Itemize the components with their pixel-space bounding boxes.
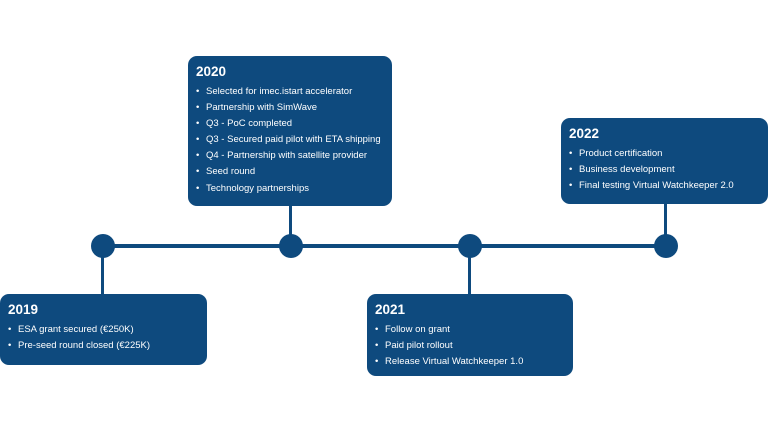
- milestone-card-2020: 2020 • Selected for imec.istart accelerat…: [188, 56, 392, 206]
- bullet-icon: •: [375, 324, 379, 335]
- milestone-item-text: Final testing Virtual Watchkeeper 2.0: [579, 180, 734, 192]
- milestone-item: • Release Virtual Watchkeeper 1.0: [375, 354, 565, 370]
- timeline-axis: [100, 244, 666, 248]
- connector-2021: [468, 246, 471, 296]
- milestone-dot-2020: [279, 234, 303, 258]
- bullet-icon: •: [196, 150, 200, 162]
- bullet-icon: •: [196, 86, 200, 97]
- milestone-item: • Q3 - PoC completed: [196, 116, 384, 132]
- milestone-item: • Paid pilot rollout: [375, 338, 565, 354]
- milestone-item: • Product certification: [569, 146, 760, 162]
- milestone-item-text: Follow on grant: [385, 324, 450, 335]
- bullet-icon: •: [196, 118, 200, 130]
- bullet-icon: •: [8, 324, 12, 335]
- milestone-item: • Follow on grant: [375, 322, 565, 338]
- milestone-item-text: Q3 - Secured paid pilot with ETA shippin…: [206, 134, 381, 146]
- milestone-item-text: Technology partnerships: [206, 182, 309, 194]
- connector-2019: [101, 246, 104, 296]
- milestone-item-text: Release Virtual Watchkeeper 1.0: [385, 356, 524, 368]
- milestone-item: • Partnership with SimWave: [196, 100, 384, 116]
- milestone-item-text: Selected for imec.istart accelerator: [206, 86, 353, 97]
- milestone-dot-2022: [654, 234, 678, 258]
- milestone-item: • Final testing Virtual Watchkeeper 2.0: [569, 178, 760, 194]
- milestone-year: 2020: [196, 64, 227, 79]
- milestone-card-2021: 2021 • Follow on grant • Paid pilot rollou…: [367, 294, 573, 376]
- bullet-icon: •: [569, 164, 573, 176]
- milestone-item-list: • Selected for imec.istart accelerator • P…: [196, 84, 384, 197]
- milestone-card-2022: 2022 • Product certification • Business de…: [561, 118, 768, 204]
- milestone-item-text: Pre-seed round closed (€225K): [18, 340, 151, 352]
- bullet-icon: •: [8, 340, 12, 352]
- connector-2020: [289, 204, 292, 246]
- bullet-icon: •: [375, 356, 379, 368]
- milestone-item: • Q4 - Partnership with satellite provide…: [196, 148, 384, 164]
- milestone-item: • ESA grant secured (€250K): [8, 322, 199, 338]
- milestone-year: 2019: [8, 302, 39, 317]
- milestone-item-text: Partnership with SimWave: [206, 102, 318, 114]
- milestone-item-text: Seed round: [206, 166, 256, 178]
- milestone-item-list: • ESA grant secured (€250K) • Pre-seed rou…: [8, 322, 199, 354]
- milestone-card-2019: 2019 • ESA grant secured (€250K) • Pre-see…: [0, 294, 207, 365]
- milestone-item: • Technology partnerships: [196, 181, 384, 197]
- milestone-year: 2022: [569, 126, 600, 141]
- bullet-icon: •: [196, 182, 200, 194]
- milestone-year: 2021: [375, 302, 406, 317]
- bullet-icon: •: [375, 340, 379, 352]
- bullet-icon: •: [196, 102, 200, 114]
- milestone-dot-2021: [458, 234, 482, 258]
- milestone-item: • Business development: [569, 162, 760, 178]
- milestone-item: • Pre-seed round closed (€225K): [8, 338, 199, 354]
- milestone-item: • Q3 - Secured paid pilot with ETA shippi…: [196, 132, 384, 148]
- milestone-item-text: Business development: [579, 164, 675, 176]
- milestone-item-text: ESA grant secured (€250K): [18, 324, 134, 335]
- milestone-item-list: • Follow on grant • Paid pilot rollout • Re…: [375, 322, 565, 370]
- bullet-icon: •: [196, 134, 200, 146]
- milestone-dot-2019: [91, 234, 115, 258]
- milestone-item-text: Q3 - PoC completed: [206, 118, 293, 130]
- milestone-item: • Seed round: [196, 164, 384, 180]
- milestone-item-list: • Product certification • Business develop…: [569, 146, 760, 194]
- milestone-item-text: Paid pilot rollout: [385, 340, 453, 352]
- bullet-icon: •: [569, 148, 573, 159]
- connector-2022: [664, 202, 667, 246]
- milestone-item: • Selected for imec.istart accelerator: [196, 84, 384, 100]
- milestone-item-text: Product certification: [579, 148, 663, 159]
- bullet-icon: •: [196, 166, 200, 178]
- bullet-icon: •: [569, 180, 573, 192]
- milestone-item-text: Q4 - Partnership with satellite provider: [206, 150, 368, 162]
